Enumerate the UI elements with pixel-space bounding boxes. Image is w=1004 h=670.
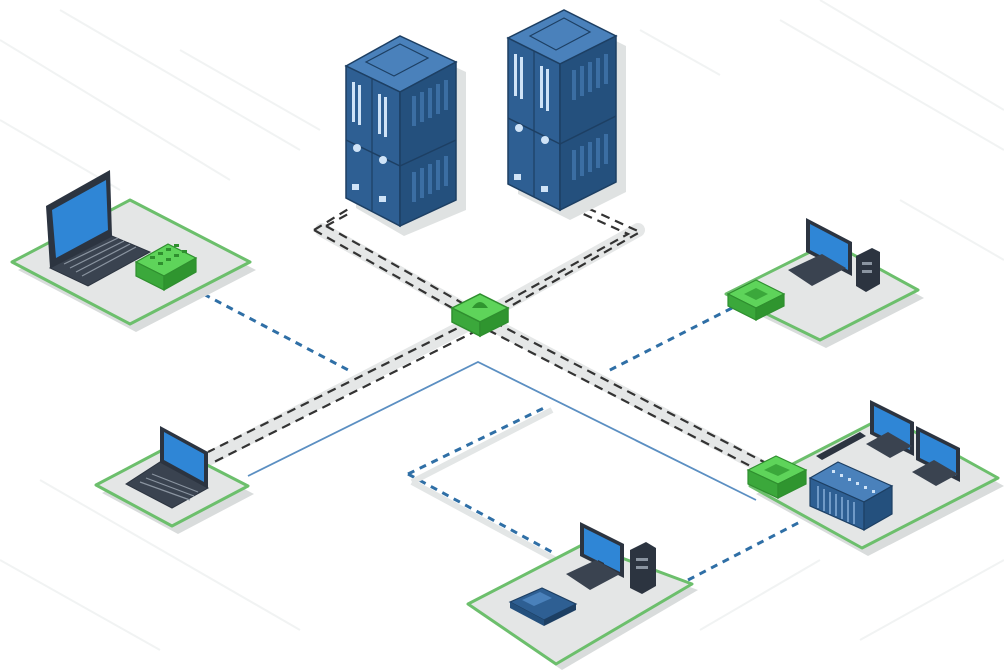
- desktop-right: [788, 218, 880, 292]
- monitor-right: [912, 426, 960, 486]
- access-link-solid: [247, 360, 757, 501]
- monitor-left: [866, 400, 914, 458]
- backbone-link-laptop-bottom-left: [207, 321, 479, 463]
- desktop-bottom: [566, 522, 656, 594]
- access-link-desktop-right: [605, 306, 733, 374]
- background-grid: [0, 0, 1004, 651]
- switch-right: [726, 279, 786, 321]
- backbone-link-server2: [483, 200, 643, 319]
- switch-top-left: [134, 243, 198, 292]
- switch-multi-monitor: [746, 455, 808, 499]
- backbone-link-multi-monitor: [487, 321, 765, 471]
- access-link-desktop-bottom: [407, 404, 801, 582]
- core-switch: [450, 293, 510, 338]
- storage-array: [808, 461, 894, 532]
- links: [191, 200, 801, 582]
- backbone-link-server1: [313, 207, 479, 319]
- access-link-laptop-top-left: [191, 286, 353, 374]
- printer-bottom: [508, 587, 578, 626]
- server-rack-2: [506, 9, 626, 220]
- keyboard-multi-monitor: [816, 432, 866, 460]
- server-rack-1: [344, 35, 466, 236]
- laptop-top-left: [46, 170, 152, 287]
- laptop-bottom-left: [125, 426, 210, 509]
- site-desktop-bottom: [466, 542, 698, 670]
